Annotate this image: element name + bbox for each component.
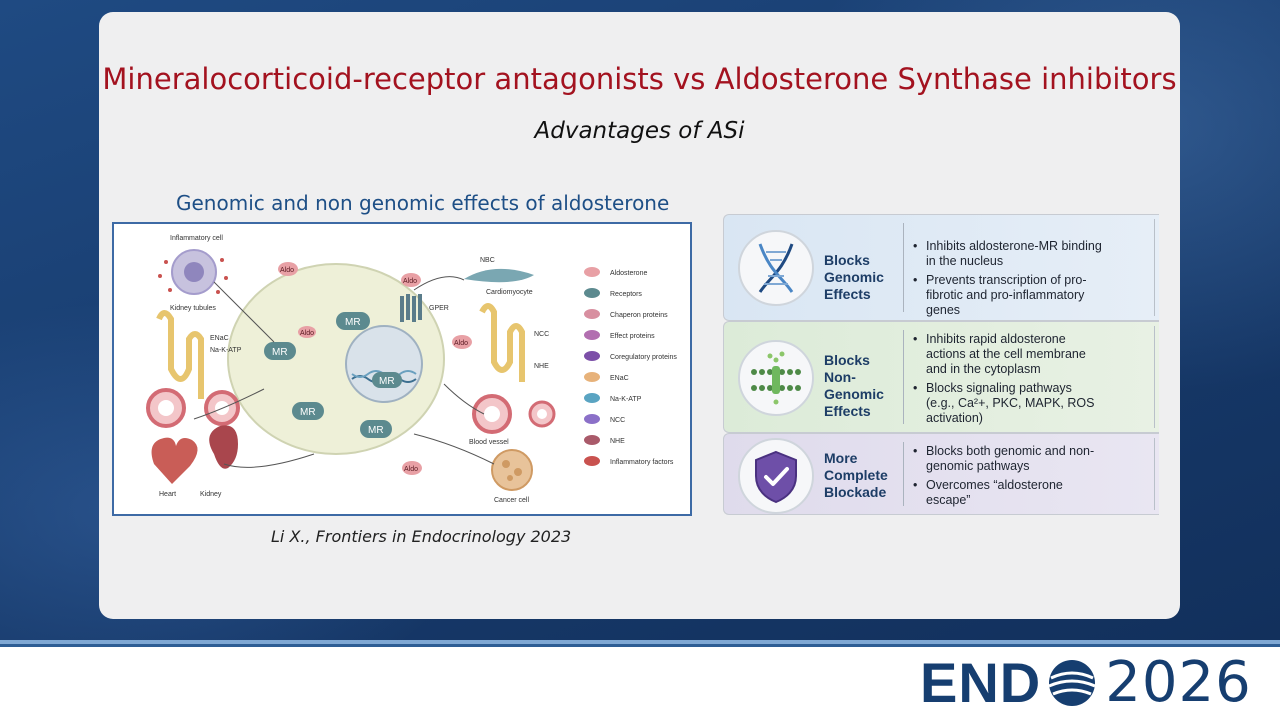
- legend-swatch: [584, 351, 600, 361]
- advantage-row-genomic: Blocks Genomic Effects Inhibits aldoster…: [723, 214, 1159, 321]
- svg-text:MR: MR: [300, 407, 316, 418]
- legend-swatch: [584, 330, 600, 340]
- legend-label: Effect proteins: [610, 333, 655, 340]
- inflammatory-cell: [158, 249, 228, 295]
- legend-swatch: [584, 372, 600, 382]
- row-title-complete-blockade: More Complete Blockade: [824, 450, 888, 500]
- legend-label: ENaC: [610, 375, 629, 382]
- logo-year: 2026: [1105, 650, 1252, 715]
- bullet-item: Inhibits aldosterone-MR binding in the n…: [912, 239, 1102, 269]
- bullet-item: Overcomes “aldosterone escape”: [912, 478, 1102, 508]
- label-kidney-tubules: Kidney tubules: [170, 305, 216, 312]
- svg-text:Kidney: Kidney: [200, 491, 222, 498]
- nucleus: [345, 325, 423, 403]
- bullet-item: Inhibits rapid aldosterone actions at th…: [912, 332, 1102, 377]
- slide-title: Mineralocorticoid-receptor antagonists v…: [102, 62, 1177, 96]
- svg-text:NCC: NCC: [534, 331, 549, 338]
- svg-text:MR: MR: [345, 317, 361, 328]
- cardiomyocyte: [464, 268, 534, 283]
- logo-text: END: [920, 651, 1042, 714]
- slide-subtitle: Advantages of ASi: [534, 118, 745, 144]
- legend-label: Na-K-ATP: [610, 396, 642, 403]
- mr-receptor-4: MR: [360, 420, 392, 438]
- label-inflammatory-cell: Inflammatory cell: [170, 235, 223, 242]
- svg-text:MR: MR: [379, 376, 395, 387]
- endo-2026-logo: END 2026: [920, 655, 1252, 711]
- legend-label: NHE: [610, 438, 625, 445]
- legend-swatch: [584, 288, 600, 298]
- bullet-list-genomic: Inhibits aldosterone-MR binding in the n…: [912, 239, 1102, 322]
- row-title-genomic: Blocks Genomic Effects: [824, 252, 884, 302]
- legend-label: NCC: [610, 417, 625, 424]
- aldo-badge-5: Aldo: [298, 326, 316, 338]
- mr-receptor-nucleus: MR: [372, 372, 402, 388]
- figure-citation: Li X., Frontiers in Endocrinology 2023: [271, 527, 572, 546]
- kidney-tubule-right: [479, 303, 525, 382]
- svg-text:NHE: NHE: [534, 363, 549, 370]
- row-divider: [903, 223, 904, 312]
- heart-organ: [151, 437, 198, 484]
- svg-text:Blood vessel: Blood vessel: [469, 439, 509, 446]
- legend-swatch: [584, 393, 600, 403]
- figure-heading: Genomic and non genomic effects of aldos…: [176, 191, 670, 215]
- svg-text:Cardiomyocyte: Cardiomyocyte: [486, 289, 533, 296]
- legend-label: Chaperon proteins: [610, 312, 668, 319]
- slide-card: Mineralocorticoid-receptor antagonists v…: [99, 12, 1180, 619]
- kidney-organ: [209, 425, 238, 469]
- aldo-badge-2: Aldo: [401, 273, 421, 287]
- legend-swatch: [584, 435, 600, 445]
- mr-receptor-1: MR: [264, 342, 296, 360]
- bullet-list-complete-blockade: Blocks both genomic and non-genomic path…: [912, 444, 1102, 512]
- advantage-row-complete-blockade: More Complete Blockade Blocks both genom…: [723, 433, 1159, 515]
- cell-body: [227, 263, 445, 455]
- advantage-row-non-genomic: Blocks Non-Genomic Effects Inhibits rapi…: [723, 321, 1159, 433]
- svg-text:MR: MR: [368, 425, 384, 436]
- svg-text:ENaC: ENaC: [210, 335, 229, 342]
- dna-icon: [738, 230, 814, 306]
- bullet-list-non-genomic: Inhibits rapid aldosterone actions at th…: [912, 332, 1102, 430]
- row-divider: [903, 442, 904, 506]
- legend-label: Inflammatory factors: [610, 459, 674, 466]
- legend-label: Aldosterone: [610, 270, 647, 277]
- svg-text:Aldo: Aldo: [403, 278, 417, 285]
- shield-check-icon: [738, 438, 814, 514]
- aldosterone-effects-figure: MR MR MR MR MR Aldo: [112, 222, 692, 516]
- legend-label: Coregulatory proteins: [610, 354, 677, 361]
- svg-text:Aldo: Aldo: [404, 466, 418, 473]
- aldo-badge-4: Aldo: [402, 461, 422, 475]
- cell-membrane-icon: [738, 340, 814, 416]
- legend-label: Receptors: [610, 291, 642, 298]
- bullet-item: Blocks both genomic and non-genomic path…: [912, 444, 1102, 474]
- svg-text:GPER: GPER: [429, 305, 449, 312]
- svg-text:NBC: NBC: [480, 257, 495, 264]
- aldo-badge-3: Aldo: [452, 335, 472, 349]
- gper-receptor: [400, 294, 422, 322]
- svg-text:Aldo: Aldo: [300, 330, 314, 337]
- mr-receptor-3: MR: [292, 402, 324, 420]
- kidney-tubule: [156, 310, 204, 399]
- row-title-non-genomic: Blocks Non-Genomic Effects: [824, 352, 884, 419]
- legend-swatch: [584, 309, 600, 319]
- bullet-item: Prevents transcription of pro-fibrotic a…: [912, 273, 1102, 318]
- svg-text:Na-K-ATP: Na-K-ATP: [210, 347, 242, 354]
- aldo-badge-1: Aldo: [278, 262, 298, 276]
- globe-icon: [1043, 658, 1101, 708]
- svg-text:Heart: Heart: [159, 491, 176, 498]
- svg-text:Cancer cell: Cancer cell: [494, 497, 529, 504]
- row-divider: [903, 330, 904, 424]
- cancer-cell: [491, 449, 533, 491]
- bullet-item: Blocks signaling pathways (e.g., Ca²+, P…: [912, 381, 1102, 426]
- legend-swatch: [584, 414, 600, 424]
- advantages-panel: Blocks Genomic Effects Inhibits aldoster…: [723, 214, 1159, 515]
- legend-swatch: [584, 267, 600, 277]
- svg-text:Aldo: Aldo: [454, 340, 468, 347]
- legend-swatch: [584, 456, 600, 466]
- svg-text:Aldo: Aldo: [280, 267, 294, 274]
- svg-text:MR: MR: [272, 347, 288, 358]
- mr-receptor-2: MR: [336, 312, 370, 330]
